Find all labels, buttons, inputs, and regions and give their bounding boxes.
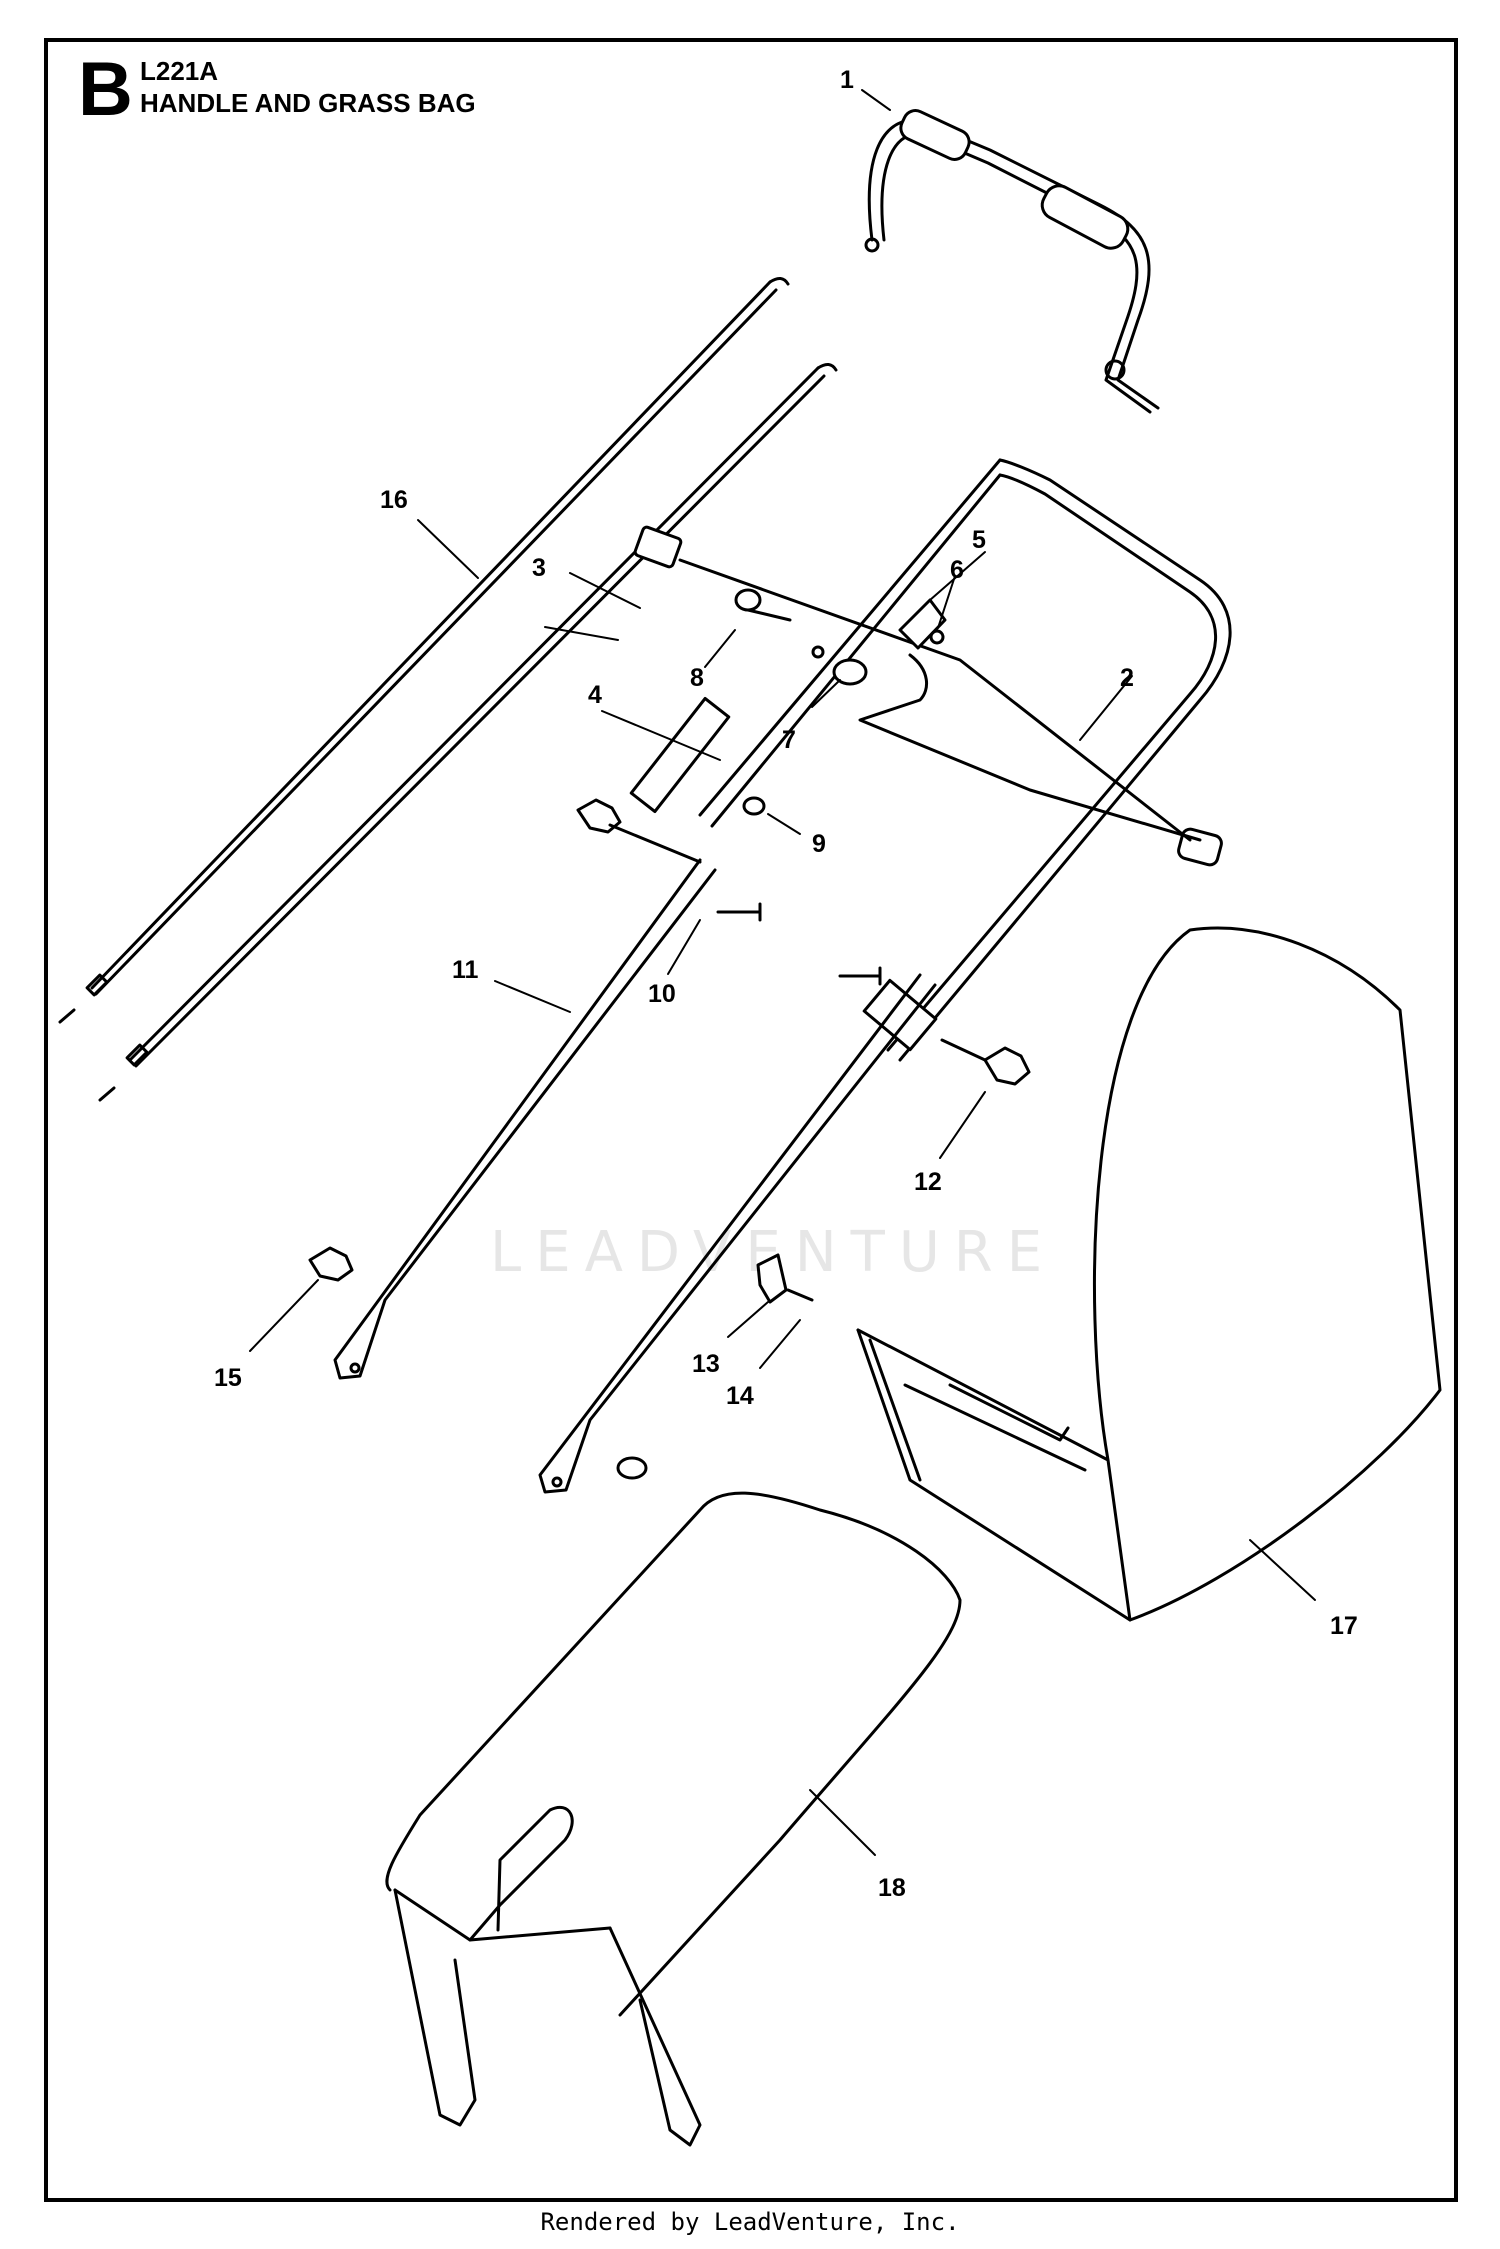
leader-lines	[249, 89, 1316, 1856]
diagram-border	[44, 38, 1458, 2202]
callout-7: 7	[782, 726, 796, 754]
callout-17: 17	[1330, 1612, 1358, 1640]
callout-2: 2	[1120, 664, 1134, 692]
part-cable-clamp	[633, 525, 1192, 842]
part-main-handle	[629, 458, 1232, 1062]
callout-16: 16	[380, 486, 408, 514]
model-code: L221A	[140, 56, 219, 86]
callout-9: 9	[812, 830, 826, 858]
callout-1: 1	[840, 66, 854, 94]
callout-14: 14	[726, 1382, 754, 1410]
callout-10: 10	[648, 980, 676, 1008]
callout-13: 13	[692, 1350, 720, 1378]
part-knobs-bolts	[308, 796, 1031, 1282]
callout-labels: 1 2 3 4 5 6 7 8 9 10 11 12 13 14 15 16 1…	[214, 66, 1358, 1902]
section-title: HANDLE AND GRASS BAG	[140, 88, 476, 118]
footer-credit: Rendered by LeadVenture, Inc.	[540, 2208, 960, 2236]
part-bag-frame	[385, 1491, 962, 2147]
callout-6: 6	[950, 556, 964, 584]
part-cable-clip	[616, 1253, 814, 1480]
part-grass-bag	[856, 926, 1442, 1622]
part-hardware-upper	[734, 588, 947, 686]
part-lower-handle	[333, 858, 937, 1494]
callout-3: 3	[532, 554, 546, 582]
callout-15: 15	[214, 1364, 242, 1392]
section-letter: B	[78, 47, 133, 132]
callout-8: 8	[690, 664, 704, 692]
callout-4: 4	[588, 681, 602, 709]
part-upper-handle	[864, 109, 1160, 414]
callout-5: 5	[972, 526, 986, 554]
callout-11: 11	[452, 956, 479, 984]
callout-18: 18	[878, 1874, 906, 1902]
callout-12: 12	[914, 1168, 942, 1196]
part-cables	[58, 277, 838, 1102]
